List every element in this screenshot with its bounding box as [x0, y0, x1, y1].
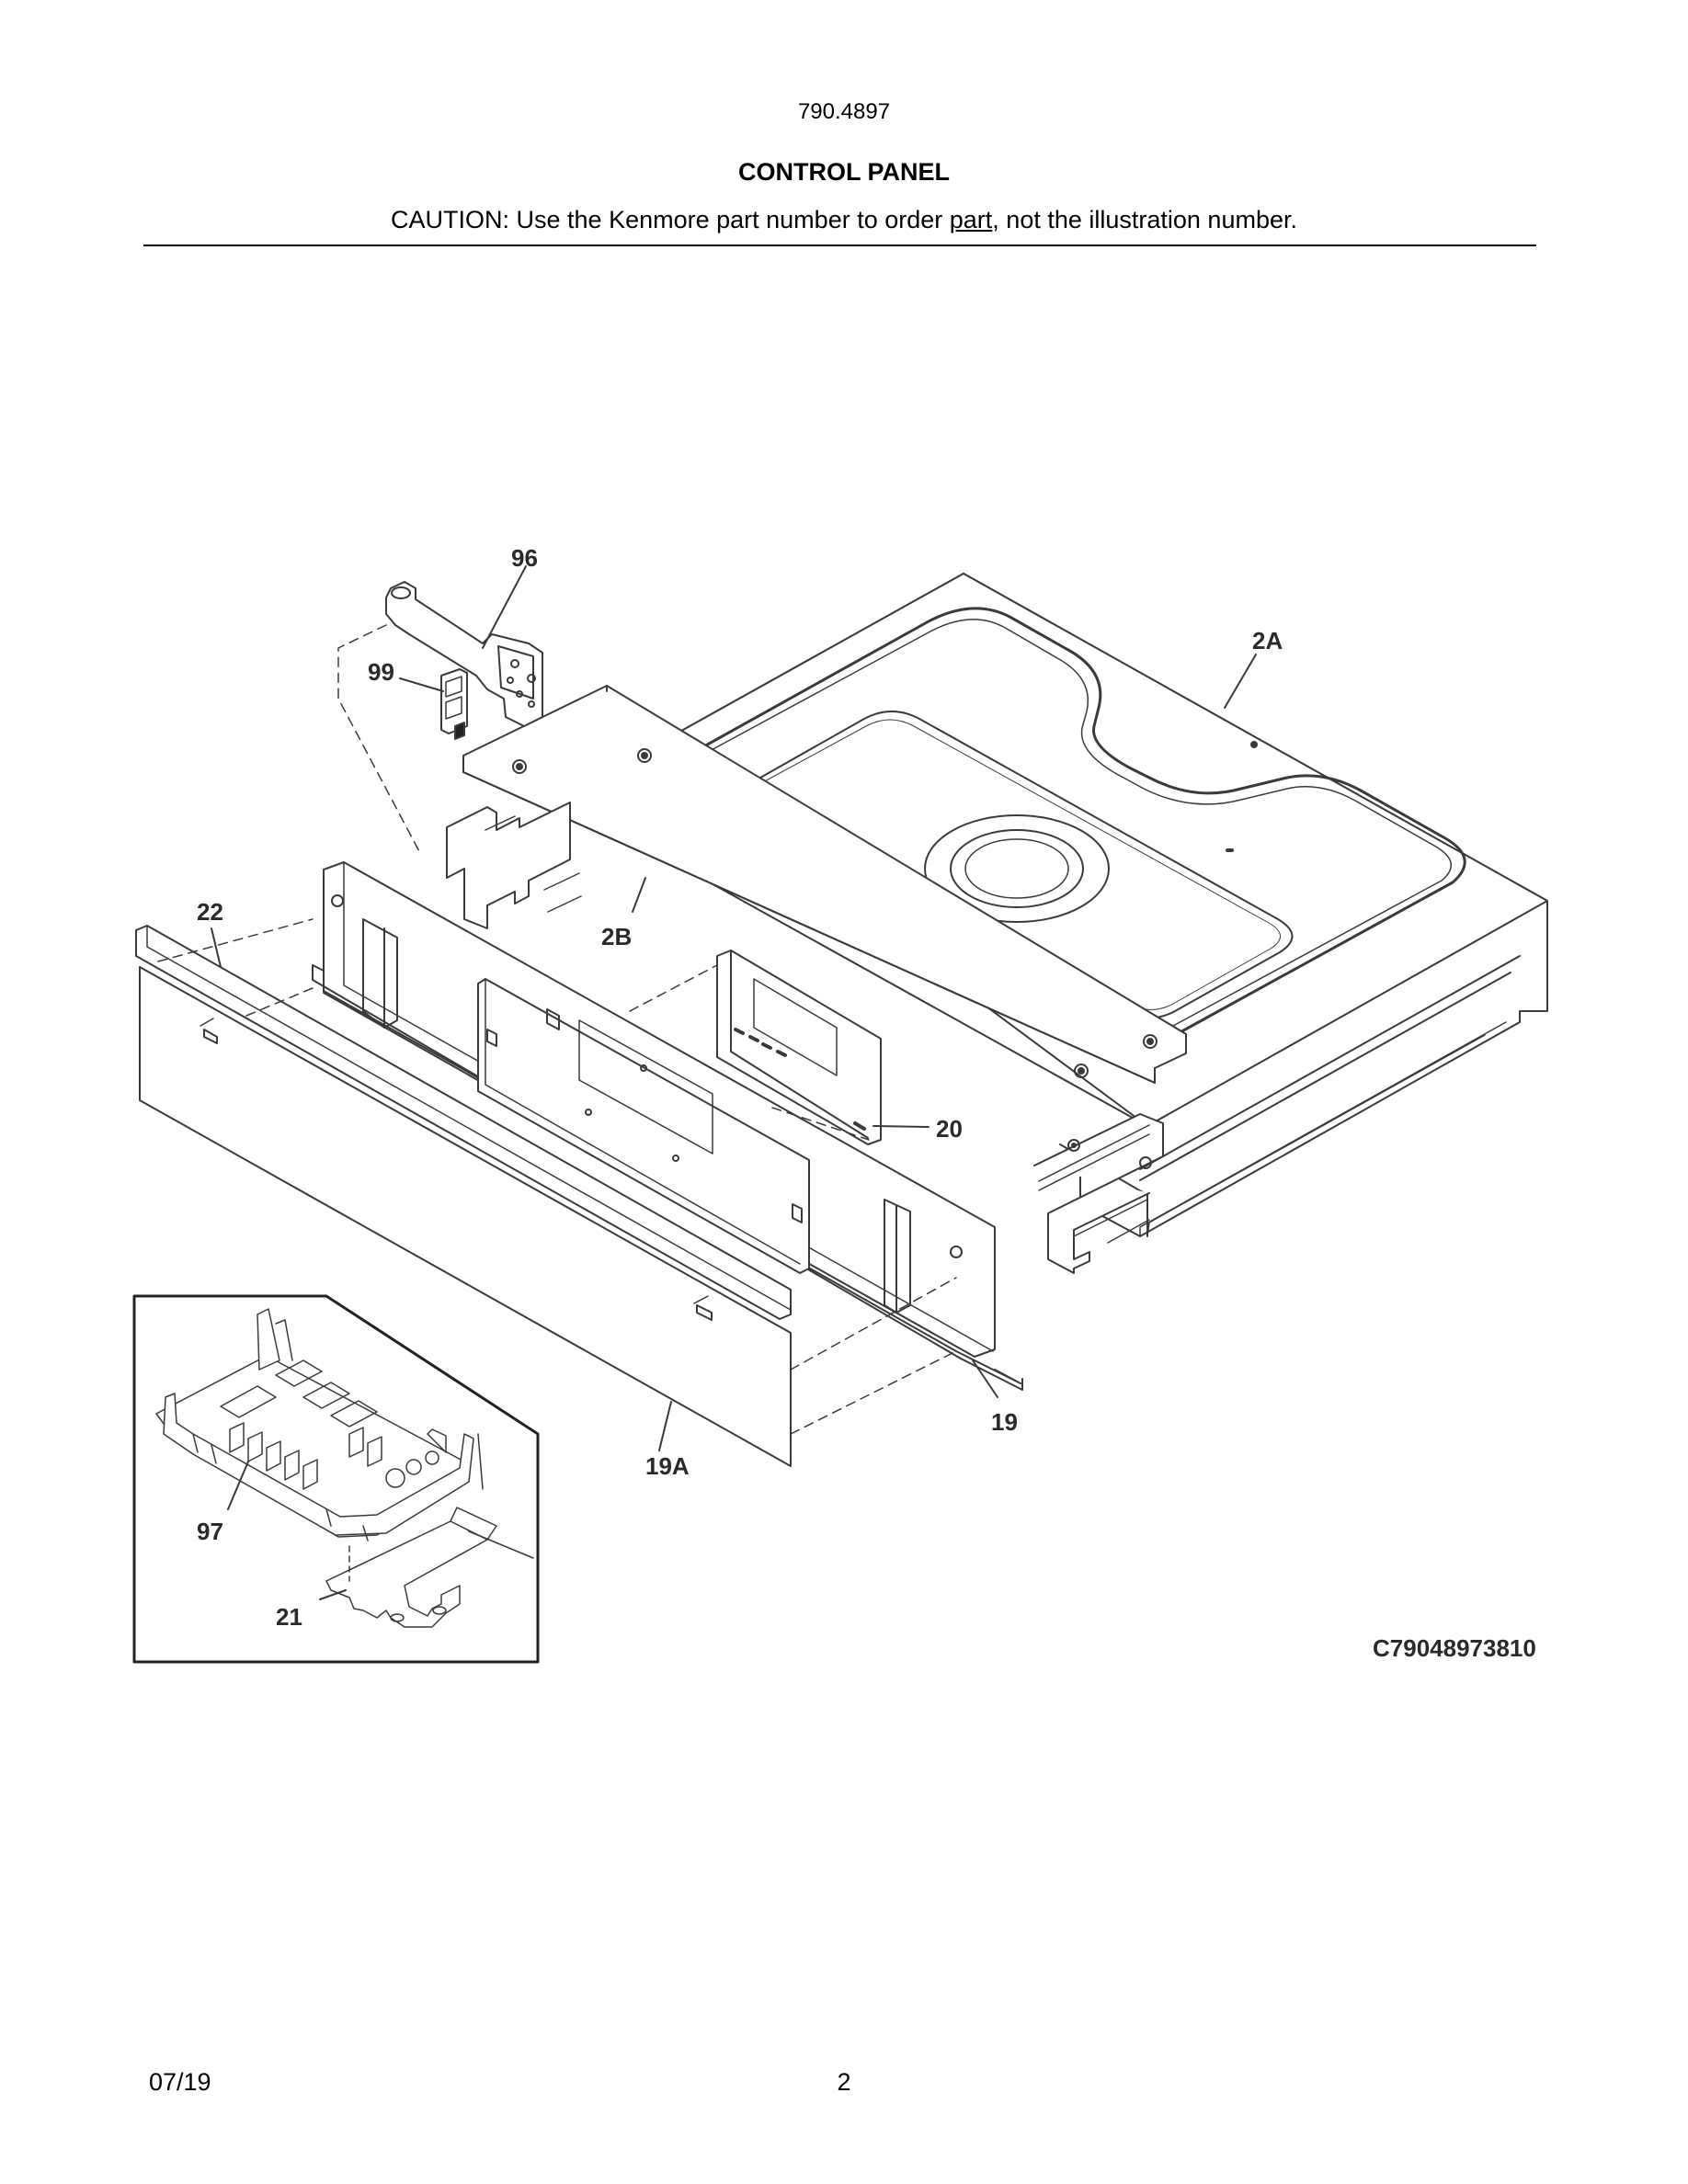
trim-bar-part-2B: [446, 685, 1187, 1084]
callout-20: 20: [936, 1115, 963, 1143]
callout-19A: 19A: [645, 1452, 690, 1480]
caution-suffix: , not the illustration number.: [992, 206, 1297, 233]
assembly-guide-lines: [157, 624, 957, 1435]
leader-lines: [211, 565, 1257, 1451]
page-number: 2: [837, 2068, 851, 2096]
callout-2A: 2A: [1252, 627, 1283, 654]
callout-97: 97: [197, 1518, 223, 1545]
footer-date: 07/19: [149, 2068, 211, 2096]
callout-22: 22: [197, 898, 223, 926]
header-divider: [143, 245, 1536, 246]
module-part-99: [440, 668, 468, 740]
circuit-board-part-20: [716, 950, 882, 1145]
mounting-bracket-part-21: [325, 1507, 534, 1628]
caution-note: CAUTION: Use the Kenmore part number to …: [0, 206, 1688, 234]
control-board-part-97: [155, 1308, 484, 1541]
callout-21: 21: [276, 1603, 302, 1631]
trim-strip-part-22: [135, 925, 792, 1320]
callout-99: 99: [368, 658, 394, 686]
bracket-part-96: [385, 581, 543, 727]
callout-96: 96: [511, 544, 538, 572]
inset-detail-box: [132, 1294, 540, 1664]
model-number: 790.4897: [797, 99, 891, 124]
page-title: CONTROL PANEL: [737, 158, 950, 186]
callout-2B: 2B: [601, 923, 632, 950]
console-housing-part-19: [312, 861, 1023, 1391]
drawing-code: C79048973810: [1373, 1634, 1536, 1662]
glass-overlay-part-19A: [139, 966, 792, 1467]
caution-underlined: part: [949, 206, 993, 233]
callout-19: 19: [991, 1408, 1018, 1436]
caution-prefix: CAUTION: Use the Kenmore part number to …: [391, 206, 950, 233]
top-cover-part-2A: [643, 573, 1548, 1274]
